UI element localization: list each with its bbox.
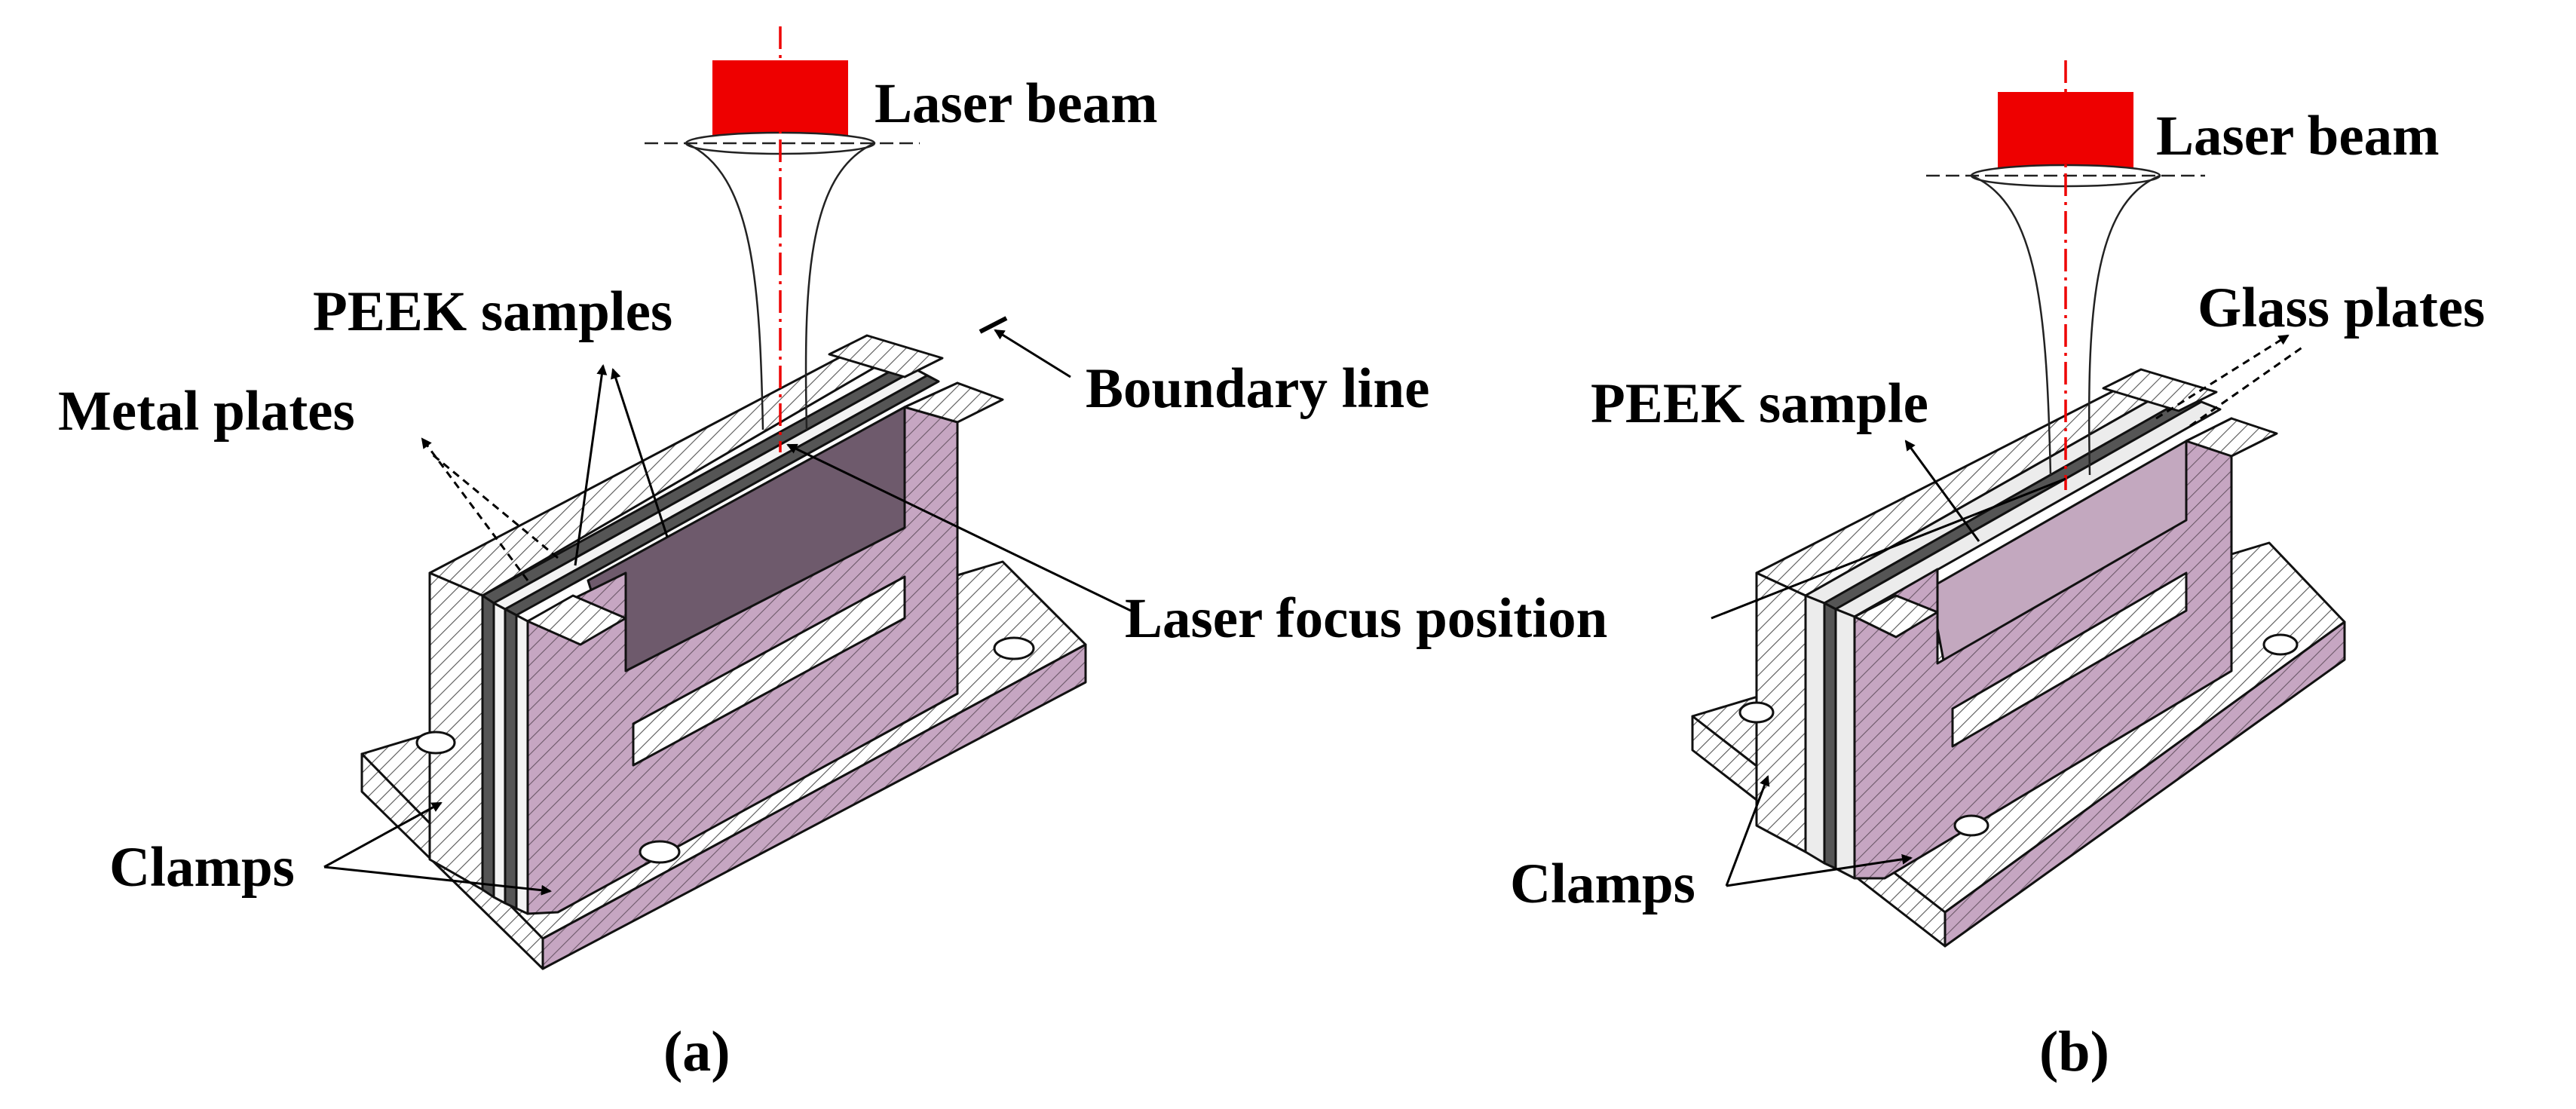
label-clamps-b: Clamps [1510, 853, 1695, 915]
boundary-line-tick [979, 316, 1008, 334]
base-plate-front-a [541, 643, 1087, 970]
bolt-hole-2-b [1953, 814, 1989, 837]
arrow-peek-samples-2 [611, 368, 669, 538]
arrow-metal-plates-2 [429, 451, 559, 559]
front-clamp-top-edge-a [526, 594, 627, 646]
arrow-clamps-1-b [1725, 775, 1770, 887]
bolt-hole-2-a [639, 840, 681, 864]
peek-sample-strip-side-b [1823, 602, 1837, 870]
label-peek-sample: PEEK sample [1591, 372, 1928, 435]
front-clamp-top-edge-b [1853, 594, 1939, 639]
arrow-laser-focus [786, 443, 1132, 612]
label-laser-beam-a: Laser beam [874, 72, 1158, 135]
arrow-peek-sample [1904, 440, 1980, 542]
panel-a: Laser beam PEEK samples Metal plates Bou… [58, 26, 1607, 1083]
front-clamp-inner-ledge-a [632, 575, 906, 767]
front-clamp-right-post-b [2185, 417, 2278, 458]
peek-sample-strip-2-side-a [504, 608, 518, 910]
beam-envelope-right-b [2087, 174, 2161, 476]
front-clamp-inner-ledge-b [1951, 571, 2188, 748]
front-clamp-right-post-a [903, 381, 1004, 424]
back-post-top-a [828, 334, 944, 378]
label-peek-samples: PEEK samples [313, 280, 672, 343]
metal-plate-strip-side-a [492, 602, 507, 905]
bolt-hole-3-a [993, 636, 1035, 660]
bolt-hole-1-a [415, 731, 456, 755]
base-plate-front-b [1943, 620, 2346, 948]
glass-plate-strip-2-side-b [1834, 608, 1856, 880]
label-laser-beam-b: Laser beam [2156, 105, 2440, 167]
caption-a: (a) [663, 1020, 731, 1083]
peek-sample-strip-1-side-a [481, 594, 495, 899]
label-metal-plates: Metal plates [58, 380, 355, 443]
beam-envelope-left-b [1971, 174, 2052, 476]
arrow-clamps-2-a [323, 865, 552, 896]
arrow-clamps-1-a [323, 801, 443, 869]
arrow-boundary-line [994, 329, 1071, 378]
bolt-hole-1-b [1738, 701, 1775, 724]
arrow-glass-plates-1 [2155, 334, 2290, 420]
bolt-hole-3-b [2262, 633, 2299, 656]
arrow-metal-plates-1 [421, 437, 529, 581]
beam-envelope-left-a [685, 142, 764, 430]
beam-envelope-right-a [804, 142, 875, 430]
arrow-clamps-2-b [1726, 853, 1913, 887]
arrow-laser-focus-b [1711, 477, 2066, 620]
label-boundary-line: Boundary line [1086, 357, 1429, 420]
back-post-top-b [2102, 368, 2218, 412]
arrow-peek-samples-1 [574, 364, 608, 566]
metal-plate-strip-2-side-a [515, 614, 529, 915]
fixture-b [1691, 368, 2346, 948]
label-clamps-a: Clamps [109, 836, 295, 899]
arrow-glass-plates-2 [2189, 345, 2304, 427]
caption-b: (b) [2039, 1020, 2109, 1083]
label-laser-focus-position: Laser focus position [1125, 587, 1607, 650]
label-glass-plates: Glass plates [2198, 277, 2485, 339]
glass-plate-strip-1-side-b [1804, 594, 1826, 865]
panel-b: Laser beam Glass plates PEEK sample Clam… [1510, 60, 2485, 1083]
fixture-a [360, 334, 1087, 970]
